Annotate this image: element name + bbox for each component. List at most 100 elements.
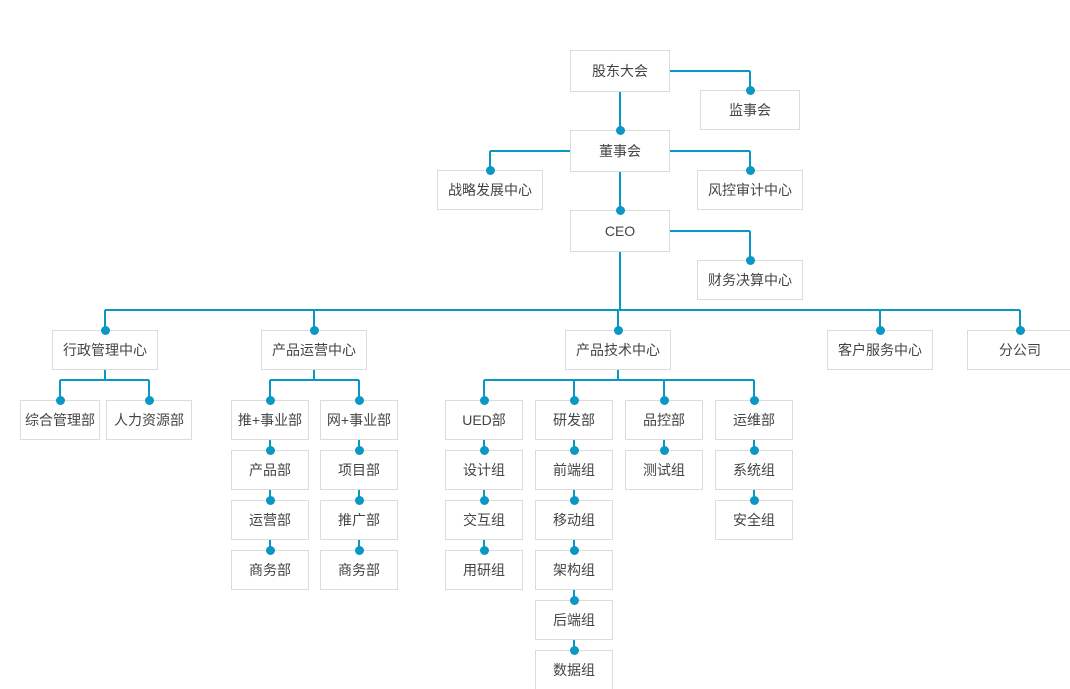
org-node-label: 前端组 [553,462,595,478]
org-node-label: 品控部 [643,412,685,428]
org-node-label: 董事会 [599,143,641,159]
connector-dot-p1 [265,395,275,405]
org-node-label: 移动组 [553,512,595,528]
org-node-a1[interactable]: 综合管理部 [20,400,100,440]
connector-dot-p3 [265,495,275,505]
connector-dot-u2 [479,445,489,455]
org-node-label: 商务部 [249,562,291,578]
org-node-u4[interactable]: 用研组 [445,550,523,590]
org-node-label: 人力资源部 [114,412,184,428]
connector-dot-n6 [745,255,755,265]
connector-dot-u4 [479,545,489,555]
org-node-label: CEO [604,223,636,239]
org-node-r1[interactable]: 研发部 [535,400,613,440]
org-node-p2[interactable]: 产品部 [231,450,309,490]
org-node-label: 用研组 [463,562,505,578]
org-node-label: 系统组 [733,462,775,478]
connector-dot-q2 [354,445,364,455]
org-node-o2[interactable]: 系统组 [715,450,793,490]
org-node-p1[interactable]: 推+事业部 [231,400,309,440]
org-node-n4[interactable]: 风控审计中心 [697,170,803,210]
org-node-c2[interactable]: 产品运营中心 [261,330,367,370]
org-node-n2[interactable]: 董事会 [570,130,670,172]
org-node-q3[interactable]: 推广部 [320,500,398,540]
org-node-n3[interactable]: 战略发展中心 [437,170,543,210]
org-node-label: 安全组 [733,512,775,528]
connector-dot-c3 [613,325,623,335]
org-node-label: 分公司 [999,342,1041,358]
connector-dot-u3 [479,495,489,505]
connector-dot-q3 [354,495,364,505]
org-node-label: 交互组 [463,512,505,528]
org-node-label: 设计组 [463,462,505,478]
org-node-r4[interactable]: 架构组 [535,550,613,590]
connector-dot-t1 [659,395,669,405]
org-node-label: 项目部 [338,462,380,478]
org-node-label: 客户服务中心 [838,342,922,358]
org-node-label: 运维部 [733,412,775,428]
org-node-u3[interactable]: 交互组 [445,500,523,540]
org-node-n0[interactable]: 股东大会 [570,50,670,92]
org-node-r6[interactable]: 数据组 [535,650,613,689]
connector-dot-n5 [615,205,625,215]
connector-dot-r3 [569,495,579,505]
org-node-c3[interactable]: 产品技术中心 [565,330,671,370]
org-node-n6[interactable]: 财务决算中心 [697,260,803,300]
org-node-r2[interactable]: 前端组 [535,450,613,490]
connector-dot-o2 [749,445,759,455]
org-node-p4[interactable]: 商务部 [231,550,309,590]
org-node-o3[interactable]: 安全组 [715,500,793,540]
org-node-label: 风控审计中心 [708,182,792,198]
connector-dot-n4 [745,165,755,175]
connector-dot-q1 [354,395,364,405]
org-node-n1[interactable]: 监事会 [700,90,800,130]
org-node-label: UED部 [462,412,506,428]
connector-dot-r2 [569,445,579,455]
org-node-label: 网+事业部 [326,412,392,428]
org-node-c5[interactable]: 分公司 [967,330,1070,370]
org-node-p3[interactable]: 运营部 [231,500,309,540]
connector-dot-o1 [749,395,759,405]
connector-dot-a1 [55,395,65,405]
connector-dot-c1 [100,325,110,335]
connector-dot-c2 [309,325,319,335]
org-node-label: 产品运营中心 [272,342,356,358]
org-node-label: 股东大会 [592,63,648,79]
org-node-label: 数据组 [553,662,595,678]
connector-dot-q4 [354,545,364,555]
org-node-q4[interactable]: 商务部 [320,550,398,590]
org-node-t1[interactable]: 品控部 [625,400,703,440]
org-node-n5[interactable]: CEO [570,210,670,252]
org-node-a2[interactable]: 人力资源部 [106,400,192,440]
connector-dot-r5 [569,595,579,605]
connector-dot-c4 [875,325,885,335]
org-node-c1[interactable]: 行政管理中心 [52,330,158,370]
org-node-c4[interactable]: 客户服务中心 [827,330,933,370]
org-node-label: 推+事业部 [237,412,303,428]
connector-dot-n1 [745,85,755,95]
org-node-q2[interactable]: 项目部 [320,450,398,490]
org-node-label: 后端组 [553,612,595,628]
org-node-label: 行政管理中心 [63,342,147,358]
org-node-r5[interactable]: 后端组 [535,600,613,640]
connector-dot-r6 [569,645,579,655]
org-node-t2[interactable]: 测试组 [625,450,703,490]
org-node-u1[interactable]: UED部 [445,400,523,440]
connector-dot-p2 [265,445,275,455]
connector-dot-n2 [615,125,625,135]
org-node-label: 架构组 [553,562,595,578]
org-node-label: 战略发展中心 [448,182,532,198]
org-node-q1[interactable]: 网+事业部 [320,400,398,440]
org-node-o1[interactable]: 运维部 [715,400,793,440]
connector-dot-p4 [265,545,275,555]
org-node-r3[interactable]: 移动组 [535,500,613,540]
connector-dot-t2 [659,445,669,455]
org-node-label: 监事会 [729,102,771,118]
org-node-label: 推广部 [338,512,380,528]
connector-dot-a2 [144,395,154,405]
org-node-label: 测试组 [643,462,685,478]
connector-dot-r4 [569,545,579,555]
org-node-u2[interactable]: 设计组 [445,450,523,490]
org-node-label: 综合管理部 [25,412,95,428]
